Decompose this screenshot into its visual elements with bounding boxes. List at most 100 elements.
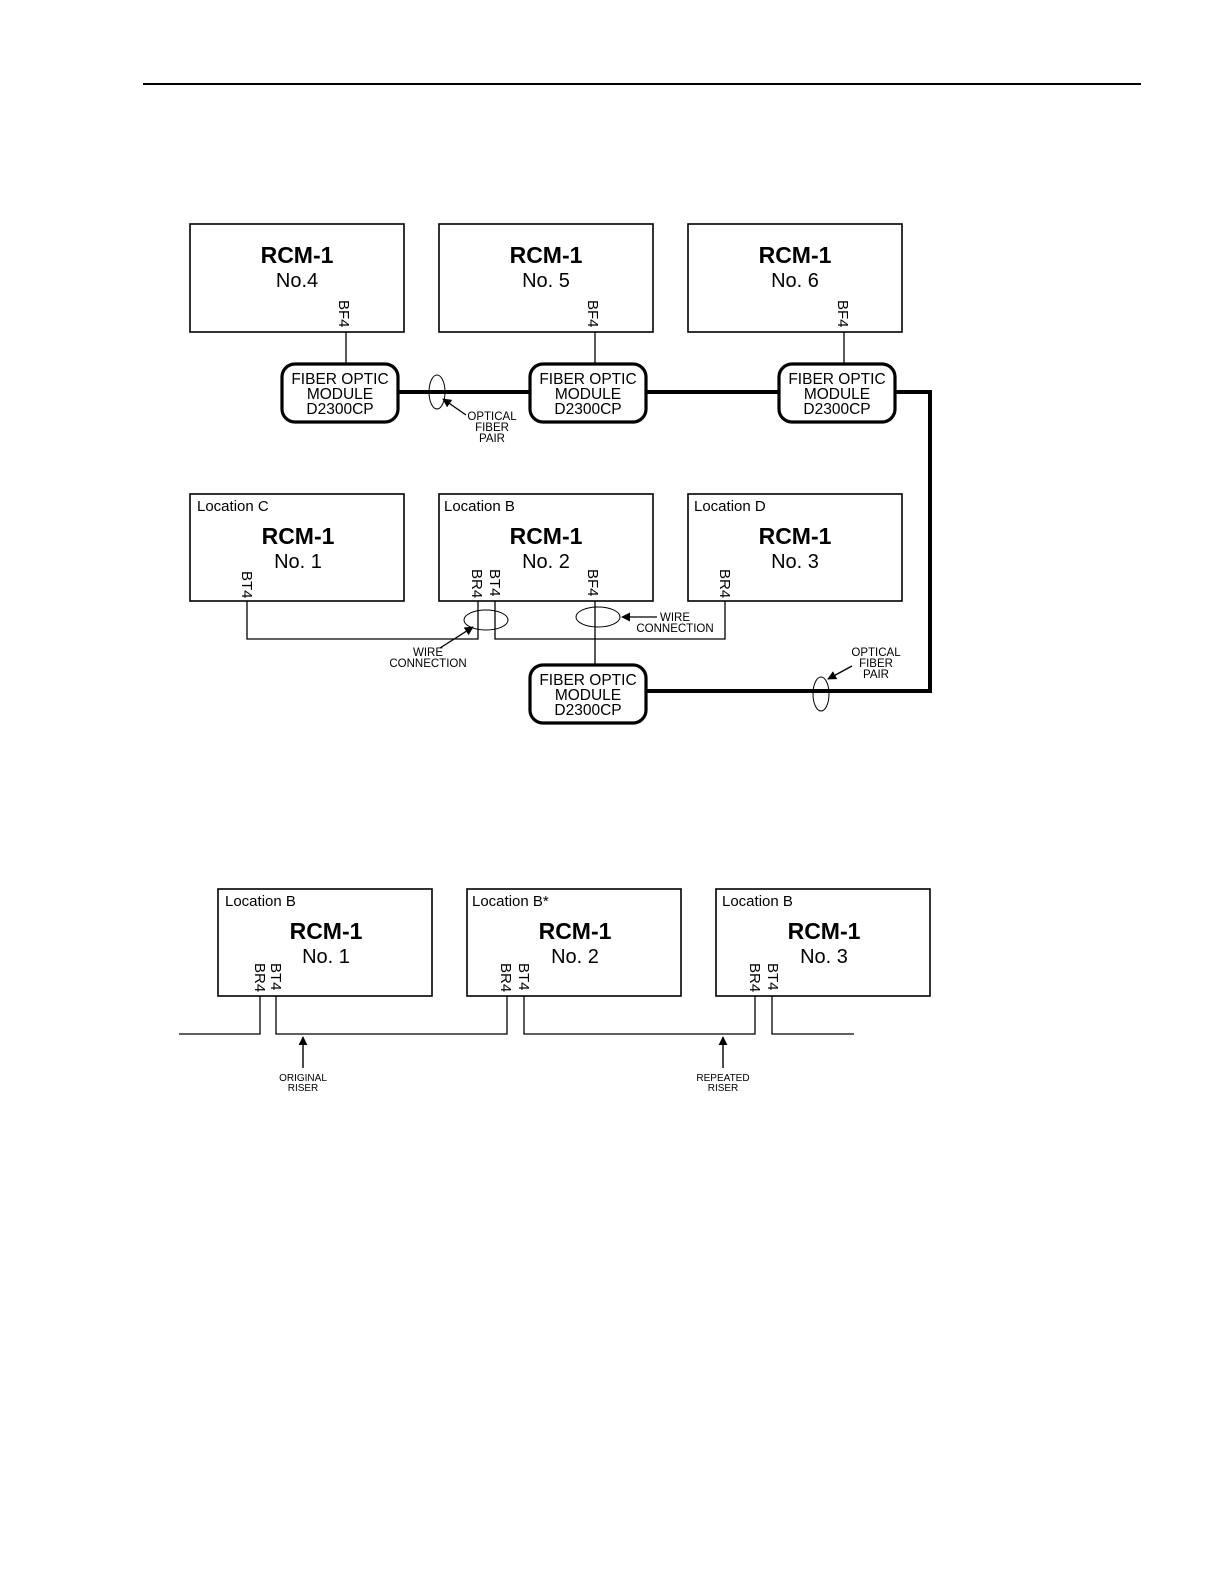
fiber-optic-module-b: FIBER OPTIC MODULE D2300CP	[528, 362, 648, 424]
terminal-label: BR4	[468, 569, 485, 598]
location-label: Location B*	[472, 893, 549, 910]
wire-connection-oval	[463, 609, 509, 631]
terminal-label: BR4	[716, 569, 733, 598]
riser-box-no2: Location B* RCM-1 No. 2 BR4 BT4	[466, 888, 682, 997]
location-label: Location B	[444, 498, 515, 515]
rcm-number: No. 3	[800, 946, 848, 968]
fom-line2: MODULE	[555, 386, 621, 403]
rcm-number: No. 6	[771, 270, 819, 292]
rcm-title: RCM-1	[759, 523, 832, 549]
fiber-optic-module-c: FIBER OPTIC MODULE D2300CP	[777, 362, 897, 424]
svg-text:CONNECTION: CONNECTION	[636, 623, 713, 635]
fom-line2: MODULE	[804, 386, 870, 403]
rcm-number: No.4	[276, 270, 318, 292]
figure-fiber-optic-network: RCM-1 No.4 BF4 RCM-1 No. 5 BF4 RCM-1 No.…	[189, 223, 932, 725]
fiber-pair-oval	[428, 374, 446, 410]
wire-connection-label-left: WIRE CONNECTION	[389, 647, 466, 670]
svg-text:OPTICAL: OPTICAL	[851, 647, 901, 659]
fom-line2: MODULE	[555, 687, 621, 704]
rcm-box-no6: RCM-1 No. 6 BF4	[687, 223, 903, 333]
terminal-label: BT4	[764, 963, 781, 991]
rcm-number: No. 3	[771, 551, 819, 573]
riser-box-no1: Location B RCM-1 No. 1 BR4 BT4	[217, 888, 433, 997]
svg-text:REPEATED: REPEATED	[696, 1073, 749, 1084]
wire-connection-arrow	[439, 626, 474, 649]
fiber-pair-arrow	[827, 665, 853, 680]
rcm-number: No. 5	[522, 270, 570, 292]
svg-text:FIBER: FIBER	[859, 658, 893, 670]
wire-connection-oval	[575, 606, 621, 628]
wire-connection-label-right: WIRE CONNECTION	[636, 612, 713, 635]
rcm-title: RCM-1	[539, 918, 612, 944]
rcm-box-no4: RCM-1 No.4 BF4	[189, 223, 405, 333]
riser-box-no3: Location B RCM-1 No. 3 BR4 BT4	[715, 888, 931, 997]
fom-line3: D2300CP	[554, 401, 621, 418]
rcm-title: RCM-1	[261, 242, 334, 268]
fiber-optic-module-a: FIBER OPTIC MODULE D2300CP	[280, 362, 400, 424]
fom-line1: FIBER OPTIC	[291, 371, 388, 388]
fiber-optic-module-d: FIBER OPTIC MODULE D2300CP	[528, 663, 648, 725]
location-label: Location D	[694, 498, 766, 515]
rcm-number: No. 2	[551, 946, 599, 968]
rcm-number: No. 2	[522, 551, 570, 573]
svg-text:PAIR: PAIR	[479, 433, 505, 445]
riser-wire	[179, 996, 261, 1035]
repeated-riser-label: REPEATED RISER	[696, 1073, 749, 1094]
terminal-label: BR4	[746, 963, 763, 992]
terminal-label: BR4	[497, 963, 514, 992]
terminal-label: BF4	[834, 300, 851, 328]
rcm-title: RCM-1	[759, 242, 832, 268]
svg-text:RISER: RISER	[708, 1083, 739, 1094]
svg-text:PAIR: PAIR	[863, 669, 889, 681]
rcm-title: RCM-1	[290, 918, 363, 944]
terminal-label: BT4	[267, 963, 284, 991]
terminal-label: BF4	[335, 300, 352, 328]
fiber-pair-arrow	[442, 398, 467, 416]
svg-text:CONNECTION: CONNECTION	[389, 658, 466, 670]
rcm-number: No. 1	[302, 946, 350, 968]
location-label: Location C	[197, 498, 269, 515]
rcm-title: RCM-1	[262, 523, 335, 549]
figure-repeated-riser: Location B RCM-1 No. 1 BR4 BT4 Location …	[179, 888, 931, 1094]
location-label: Location B	[225, 893, 296, 910]
fom-line3: D2300CP	[554, 702, 621, 719]
rcm-number: No. 1	[274, 551, 322, 573]
rcm-title: RCM-1	[510, 242, 583, 268]
svg-text:ORIGINAL: ORIGINAL	[279, 1073, 327, 1084]
fom-line3: D2300CP	[803, 401, 870, 418]
wire-connection-right	[494, 601, 726, 640]
fom-line1: FIBER OPTIC	[539, 371, 636, 388]
terminal-label: BT4	[238, 571, 255, 599]
riser-wire	[771, 996, 854, 1035]
fiber-pair-oval	[812, 676, 830, 712]
fiber-pair-label-right: OPTICAL FIBER PAIR	[851, 647, 901, 681]
rcm-box-no5: RCM-1 No. 5 BF4	[438, 223, 654, 333]
riser-wire	[523, 996, 756, 1035]
rcm-box-no2: Location B RCM-1 No. 2 BR4 BT4 BF4	[438, 493, 654, 602]
rcm-title: RCM-1	[788, 918, 861, 944]
riser-wire	[275, 996, 508, 1035]
terminal-label: BT4	[515, 963, 532, 991]
terminal-label: BF4	[584, 569, 601, 597]
fiber-pair-label-top: OPTICAL FIBER PAIR	[467, 411, 517, 445]
location-label: Location B	[722, 893, 793, 910]
rcm-box-no1: Location C RCM-1 No. 1 BT4	[189, 493, 405, 602]
fom-line2: MODULE	[307, 386, 373, 403]
wire-connection-left	[246, 601, 479, 640]
terminal-label: BT4	[486, 569, 503, 597]
terminal-label: BF4	[584, 300, 601, 328]
svg-text:OPTICAL: OPTICAL	[467, 411, 517, 423]
fom-line1: FIBER OPTIC	[539, 672, 636, 689]
svg-text:WIRE: WIRE	[413, 647, 443, 659]
original-riser-label: ORIGINAL RISER	[279, 1073, 327, 1094]
fiber-link	[646, 390, 932, 693]
svg-text:WIRE: WIRE	[660, 612, 690, 624]
terminal-label: BR4	[251, 963, 268, 992]
fom-line3: D2300CP	[306, 401, 373, 418]
fom-line1: FIBER OPTIC	[788, 371, 885, 388]
rcm-box-no3: Location D RCM-1 No. 3 BR4	[687, 493, 903, 602]
svg-text:FIBER: FIBER	[475, 422, 509, 434]
svg-text:RISER: RISER	[288, 1083, 319, 1094]
rcm-title: RCM-1	[510, 523, 583, 549]
